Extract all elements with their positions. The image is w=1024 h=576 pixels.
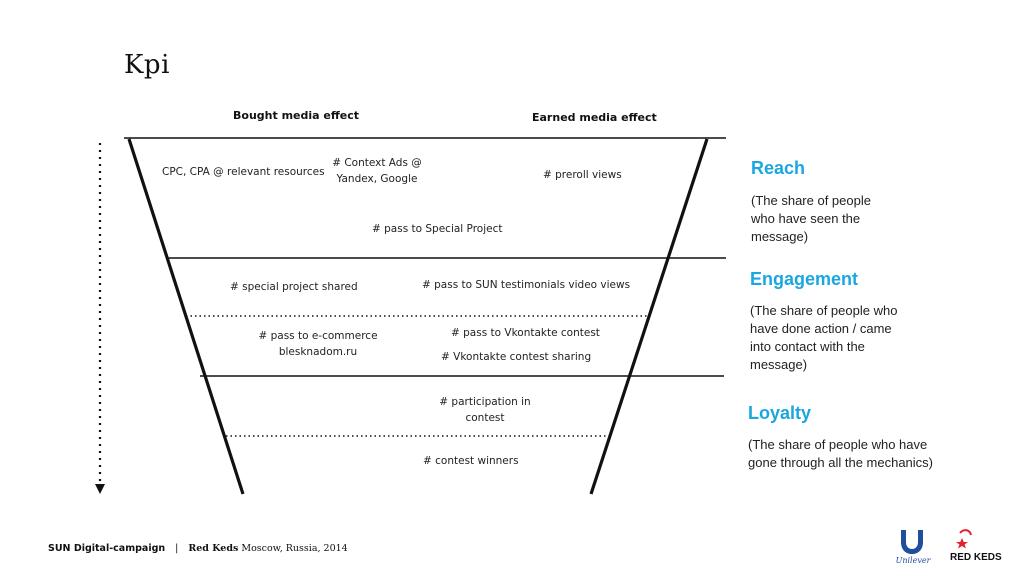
preroll-label: # preroll views: [543, 169, 622, 181]
redkeds-logo-text: RED KEDS: [950, 552, 1002, 563]
loyalty-description: (The share of people who have gone throu…: [748, 437, 934, 470]
context-ads-label: # Context Ads @ Yandex, Google: [332, 157, 422, 185]
footer-separator: |: [175, 543, 179, 554]
earned-media-header: Earned media effect: [532, 111, 657, 124]
footer-location: Moscow, Russia, 2014: [241, 543, 348, 554]
unilever-logo-text: Unilever: [895, 556, 931, 565]
unilever-logo: [901, 530, 923, 554]
funnel-left-side: [127, 138, 245, 495]
loyalty-heading: Loyalty: [748, 403, 812, 423]
pass-vk-label: # pass to Vkontakte contest: [451, 327, 600, 339]
bought-media-header: Bought media effect: [233, 109, 359, 122]
pass-special-label: # pass to Special Project: [372, 223, 503, 235]
reach-heading: Reach: [751, 158, 806, 178]
page-title: Kpi: [124, 50, 170, 80]
reach-description: (The share of people who have seen the m…: [751, 193, 871, 244]
engagement-description: (The share of people who have done actio…: [750, 303, 898, 372]
arrow-head-icon: [95, 484, 105, 494]
cpc-label: CPC, CPA @ relevant resources: [162, 166, 325, 178]
unilever-u-mark: [901, 530, 923, 554]
footer: SUN Digital-campaign | Red Keds Moscow, Ru…: [48, 543, 348, 554]
footer-campaign: SUN Digital-campaign: [48, 543, 166, 554]
vk-sharing-label: # Vkontakte contest sharing: [441, 351, 592, 363]
pass-sun-label: # pass to SUN testimonials video views: [422, 279, 631, 291]
redkeds-logo-mark: [956, 529, 972, 549]
participation-label: # participation in contest: [439, 396, 531, 424]
footer-brand: Red Keds: [188, 543, 239, 554]
funnel-right-side: [589, 138, 709, 495]
pass-ecommerce-label: # pass to e-commerce blesknadom.ru: [258, 330, 378, 358]
engagement-heading: Engagement: [750, 269, 859, 289]
special-shared-label: # special project shared: [230, 281, 358, 293]
winners-label: # contest winners: [423, 455, 519, 467]
